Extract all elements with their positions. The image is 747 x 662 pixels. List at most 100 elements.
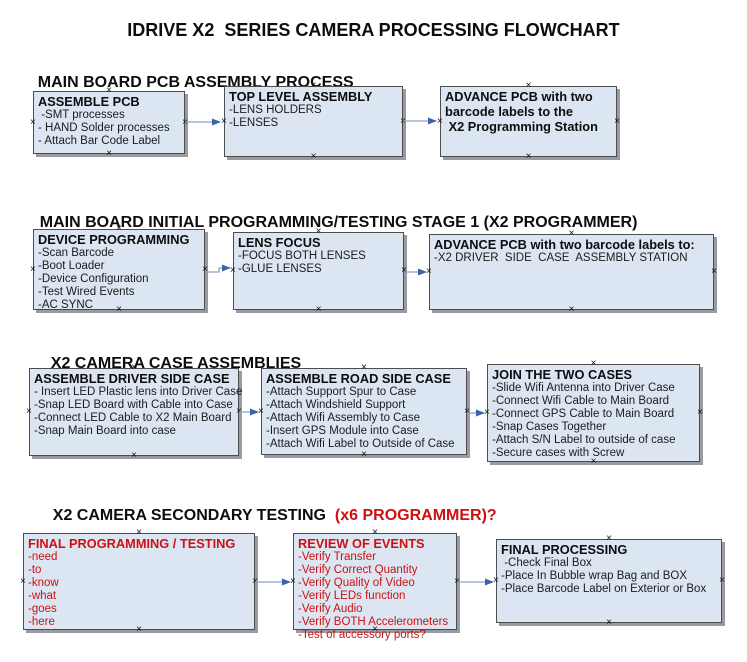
connection-anchor-icon: × xyxy=(26,406,32,417)
connection-anchor-icon: × xyxy=(221,115,227,127)
connection-anchor-icon: × xyxy=(484,407,490,418)
box-item: -Test of accessory ports? xyxy=(298,629,426,641)
box-item: -LENS HOLDERS xyxy=(229,104,322,116)
box-item: -Device Configuration xyxy=(38,273,149,285)
box-item: -Attach Support Spur to Case xyxy=(266,386,417,398)
connection-anchor-icon: × xyxy=(493,575,499,586)
box-item: -Snap LED Board with Cable into Case xyxy=(34,399,233,411)
box-item: -Place Barcode Label on Exterior or Box xyxy=(501,583,707,595)
connection-anchor-icon: × xyxy=(361,449,367,460)
box-items: -Verify Transfer-Verify Correct Quantity… xyxy=(298,551,453,642)
connection-anchor-icon: × xyxy=(568,304,575,315)
connection-anchor-icon: × xyxy=(606,617,612,628)
box-item: -Connect GPS Cable to Main Board xyxy=(492,408,675,420)
connection-anchor-icon: × xyxy=(182,116,188,128)
box-items: -need-to-know-what-goes-here xyxy=(28,551,251,629)
flow-box-advance-pcb-programming-station: ADVANCE PCB with two barcode labels to t… xyxy=(437,81,620,162)
box-title: ASSEMBLE DRIVER SIDE CASE xyxy=(34,371,230,386)
flow-arrow-3 xyxy=(205,264,231,273)
flow-box-top-level-assembly: TOP LEVEL ASSEMBLY -LENS HOLDERS-LENSES … xyxy=(221,81,406,162)
box-title: ADVANCE PCB with two barcode labels to: xyxy=(434,237,695,252)
box-item: - Insert LED Plastic lens into Driver Ca… xyxy=(34,386,243,398)
box-title: FINAL PROGRAMMING / TESTING xyxy=(28,536,236,551)
box-items: -LENS HOLDERS-LENSES xyxy=(229,104,399,130)
box-item: -Attach Wifi Label to Outside of Case xyxy=(266,438,455,450)
box-item: -GLUE LENSES xyxy=(238,263,322,275)
connection-anchor-icon: × xyxy=(614,115,620,127)
box-item: -need xyxy=(28,551,58,563)
connection-anchor-icon: × xyxy=(202,263,208,275)
box-item: -here xyxy=(28,616,55,628)
connection-anchor-icon: × xyxy=(310,151,317,162)
connection-anchor-icon: × xyxy=(290,575,296,587)
connection-anchor-icon: × xyxy=(464,405,470,417)
box-item: - Attach Bar Code Label xyxy=(38,135,161,147)
box-item: -know xyxy=(28,577,59,589)
box-title: LENS FOCUS xyxy=(238,235,321,250)
connection-anchor-icon: × xyxy=(315,304,322,315)
box-item: -what xyxy=(28,590,57,602)
section-heading-text: MAIN BOARD INITIAL PROGRAMMING/TESTING S… xyxy=(39,214,638,231)
section-heading-initial-programming: MAIN BOARD INITIAL PROGRAMMING/TESTING S… xyxy=(22,196,638,250)
page-title: IDRIVE X2 SERIES CAMERA PROCESSING FLOWC… xyxy=(127,20,620,40)
box-item: -X2 DRIVER SIDE CASE ASSEMBLY STATION xyxy=(434,252,688,264)
connection-anchor-icon: × xyxy=(426,266,432,277)
box-title: DEVICE PROGRAMMING xyxy=(38,232,190,247)
box-item: -Attach Wifi Assembly to Case xyxy=(266,412,421,424)
box-title: ASSEMBLE PCB xyxy=(38,94,140,109)
box-items: -SMT processes- HAND Solder processes- A… xyxy=(38,109,181,148)
box-item: -Snap Cases Together xyxy=(492,421,607,433)
connection-anchor-icon: × xyxy=(711,266,717,277)
box-item: -Scan Barcode xyxy=(38,247,115,259)
connection-anchor-icon: × xyxy=(106,148,112,159)
box-item: -Place In Bubble wrap Bag and BOX xyxy=(501,570,688,582)
box-item: -goes xyxy=(28,603,57,615)
flow-box-device-programming: DEVICE PROGRAMMING -Scan Barcode-Boot Lo… xyxy=(30,224,208,315)
box-item: -Verify Transfer xyxy=(298,551,376,563)
box-item: -Verify Audio xyxy=(298,603,363,615)
box-item: -Test Wired Events xyxy=(38,286,135,298)
flow-box-assemble-road-side-case: ASSEMBLE ROAD SIDE CASE -Attach Support … xyxy=(258,363,470,460)
section-heading-secondary-testing: X2 CAMERA SECONDARY TESTING (x6 PROGRAMM… xyxy=(35,489,497,543)
box-item: -Connect LED Cable to X2 Main Board xyxy=(34,412,232,424)
box-items: - Insert LED Plastic lens into Driver Ca… xyxy=(34,386,243,438)
connection-anchor-icon: × xyxy=(454,575,460,587)
flow-box-assemble-driver-side-case: ASSEMBLE DRIVER SIDE CASE - Insert LED P… xyxy=(26,363,243,461)
box-item: -Verify BOTH Accelerometers xyxy=(298,616,449,628)
connection-anchor-icon: × xyxy=(236,406,242,417)
box-title: ASSEMBLE ROAD SIDE CASE xyxy=(266,371,451,386)
box-items: -FOCUS BOTH LENSES-GLUE LENSES xyxy=(238,250,400,276)
box-title: FINAL PROCESSING xyxy=(501,542,628,557)
connection-anchor-icon: × xyxy=(20,575,26,587)
connection-anchor-icon: × xyxy=(230,265,236,276)
box-item: -Verify Quality of Video xyxy=(298,577,415,589)
box-item: -Slide Wifi Antenna into Driver Case xyxy=(492,382,675,394)
box-item: -Boot Loader xyxy=(38,260,105,272)
box-item: -Secure cases with Screw xyxy=(492,447,625,459)
box-item: -Insert GPS Module into Case xyxy=(266,425,419,437)
connection-anchor-icon: × xyxy=(258,405,264,417)
box-item: -SMT processes xyxy=(38,109,125,121)
section-heading-text: X2 CAMERA SECONDARY TESTING xyxy=(52,507,326,524)
flow-box-join-the-two-cases: JOIN THE TWO CASES -Slide Wifi Antenna i… xyxy=(484,359,703,467)
connection-anchor-icon: × xyxy=(401,265,407,276)
section-heading-red-text: (x6 PROGRAMMER)? xyxy=(326,507,497,524)
box-item: -Snap Main Board into case xyxy=(34,425,176,437)
connection-anchor-icon: × xyxy=(131,450,137,461)
box-item: -FOCUS BOTH LENSES xyxy=(238,250,366,262)
box-item: -Attach S/N Label to outside of case xyxy=(492,434,676,446)
box-item: -Attach Windshield Support xyxy=(266,399,406,411)
box-items: -Check Final Box-Place In Bubble wrap Ba… xyxy=(501,557,718,596)
section-heading-text: X2 CAMERA CASE ASSEMBLIES xyxy=(50,355,302,372)
box-items: -X2 DRIVER SIDE CASE ASSEMBLY STATION xyxy=(434,252,710,265)
flow-box-review-of-events: REVIEW OF EVENTS -Verify Transfer-Verify… xyxy=(290,528,460,642)
box-items: -Attach Support Spur to Case-Attach Wind… xyxy=(266,386,463,451)
flow-box-final-programming-testing: FINAL PROGRAMMING / TESTING -need-to-kno… xyxy=(20,528,258,635)
box-items: -Slide Wifi Antenna into Driver Case-Con… xyxy=(492,382,696,460)
connection-anchor-icon: × xyxy=(437,115,443,127)
box-item: -to xyxy=(28,564,42,576)
box-item: -Connect Wifi Cable to Main Board xyxy=(492,395,670,407)
box-title: REVIEW OF EVENTS xyxy=(298,536,425,551)
box-title: JOIN THE TWO CASES xyxy=(492,367,633,382)
